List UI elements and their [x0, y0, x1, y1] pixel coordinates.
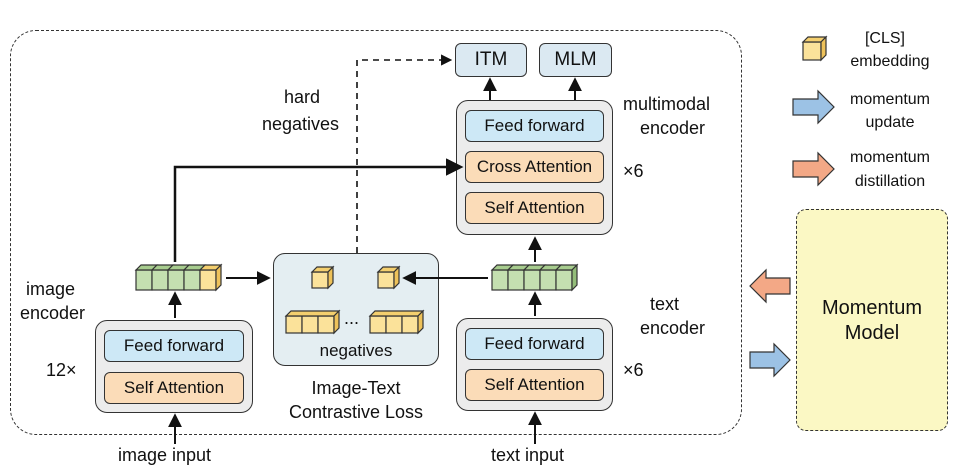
multimodal-label-line2: encoder [640, 118, 706, 138]
legend-momentum-distillation-line2: distillation [854, 173, 926, 190]
image-negatives-queue [284, 309, 341, 335]
image-encoder-repeat: 12× [46, 360, 77, 380]
hard-negatives-line1: hard [284, 87, 321, 107]
text-token [554, 263, 579, 292]
multimodal-feed-forward: Feed forward [465, 110, 604, 142]
text-cls-cube [376, 265, 401, 290]
text-encoder-repeat: ×6 [623, 360, 644, 380]
negatives-label: negatives [319, 341, 393, 360]
image-cls-cube [310, 265, 335, 290]
image-cls-token [198, 263, 223, 292]
text-input-label: text input [491, 445, 565, 465]
legend-momentum-update-arrow-icon [792, 89, 835, 125]
text-token [522, 264, 547, 291]
image-encoder-label-line1: image [26, 279, 76, 299]
hard-negatives-line2: negatives [262, 114, 340, 134]
hard-negatives-dashed-arrow [356, 54, 453, 253]
text-encoder-label-line1: text [650, 294, 680, 314]
image-encoder-self-attention: Self Attention [104, 372, 244, 404]
momentum-model-line1: Momentum [821, 297, 923, 319]
negatives-ellipsis: ... [344, 308, 360, 328]
image-input-label: image input [118, 445, 212, 465]
legend-momentum-update-line1: momentum [849, 91, 931, 108]
image-token [166, 264, 191, 291]
mlm-head: MLM [539, 43, 612, 77]
image-tokens-to-cross-attention-arrow [173, 158, 464, 262]
text-encoder-self-attention: Self Attention [465, 369, 604, 401]
momentum-update-arrow-icon [749, 342, 791, 378]
itm-head: ITM [455, 43, 527, 77]
image-token-sequence [134, 263, 223, 292]
momentum-model-box [796, 209, 948, 431]
text-token [506, 264, 531, 291]
image-encoder-feed-forward: Feed forward [104, 330, 244, 362]
text-token [538, 264, 563, 291]
text-token-sequence [490, 263, 579, 292]
legend-cls-cube-icon [801, 35, 828, 62]
legend-cls-line2: embedding [850, 53, 930, 70]
main-model-region [10, 30, 742, 435]
multimodal-repeat: ×6 [623, 161, 644, 181]
text-encoder-label-line2: encoder [640, 318, 706, 338]
legend-momentum-distillation-line1: momentum [849, 149, 931, 166]
contrastive-loss-line1: Image-Text [311, 378, 401, 398]
contrastive-loss-line2: Contrastive Loss [288, 402, 424, 422]
multimodal-label-line1: multimodal [623, 94, 711, 114]
legend-momentum-update-line2: update [865, 114, 915, 131]
momentum-distillation-arrow-icon [749, 268, 791, 304]
image-encoder-label-line2: encoder [20, 303, 86, 323]
multimodal-self-attention: Self Attention [465, 192, 604, 224]
text-negatives-queue [368, 309, 425, 335]
image-token [134, 264, 159, 291]
legend-momentum-distillation-arrow-icon [792, 151, 835, 187]
multimodal-cross-attention: Cross Attention [465, 151, 604, 183]
text-encoder-feed-forward: Feed forward [465, 328, 604, 360]
momentum-model-line2: Model [844, 322, 900, 344]
legend-cls-line1: [CLS] [864, 30, 905, 47]
